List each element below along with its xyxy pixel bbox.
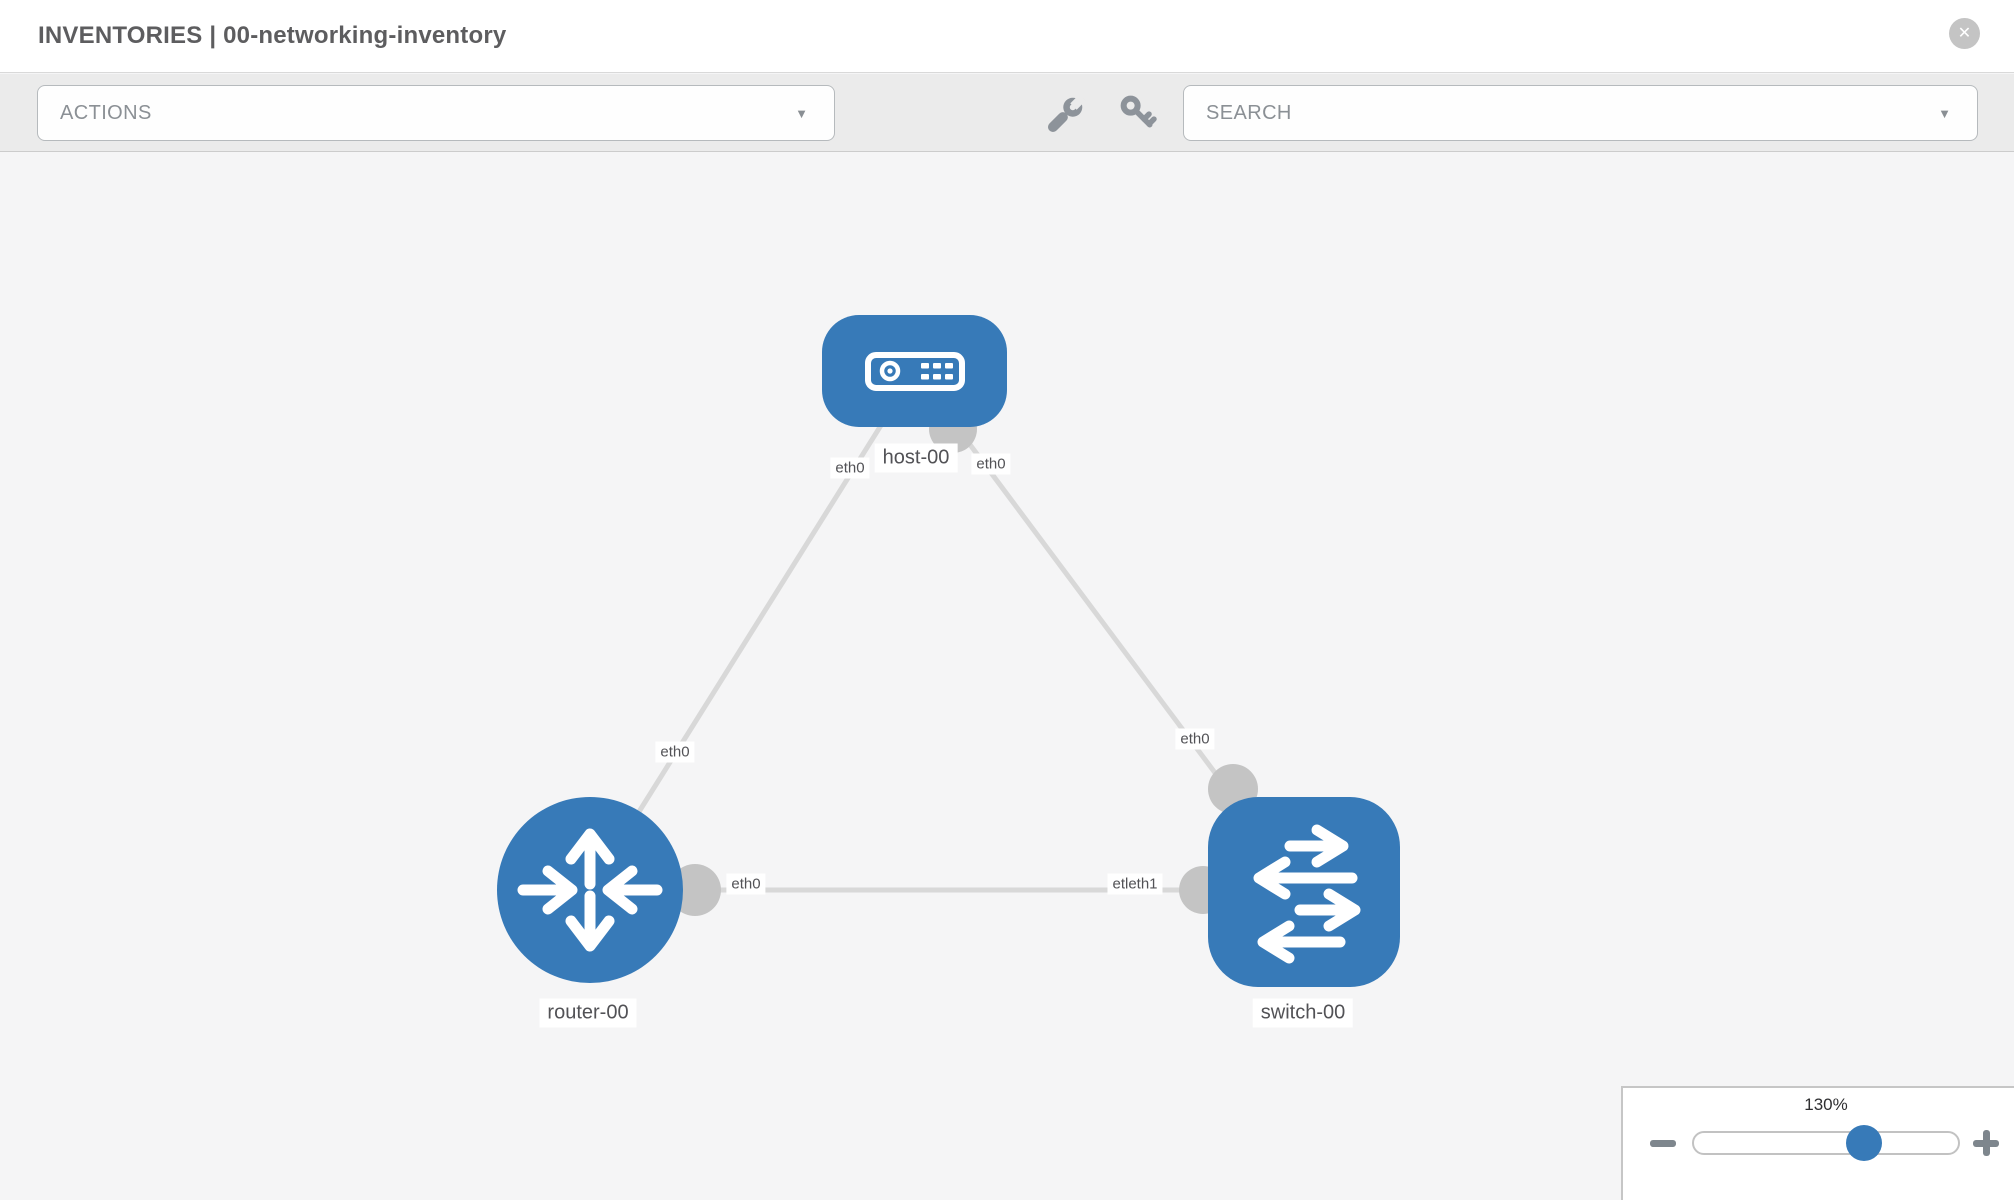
plus-icon: [1973, 1130, 1999, 1156]
node-router-00[interactable]: [497, 797, 683, 983]
interface-label: eth0: [1175, 728, 1215, 750]
node-label-router: router-00: [539, 998, 637, 1028]
close-icon: ✕: [1957, 24, 1972, 42]
node-label-switch: switch-00: [1252, 998, 1354, 1028]
node-label-host: host-00: [874, 443, 958, 473]
chevron-down-icon: ▼: [795, 105, 808, 121]
node-switch-00[interactable]: [1208, 797, 1400, 987]
chevron-down-icon: ▼: [1938, 105, 1951, 121]
toolbar: ACTIONS ▼ SEARCH ▼: [0, 74, 2014, 152]
zoom-out-button[interactable]: [1648, 1128, 1678, 1158]
toolbar-tools: [1030, 74, 1180, 152]
switch-icon: [1253, 824, 1361, 964]
actions-dropdown[interactable]: ACTIONS ▼: [37, 85, 835, 141]
host-icon: [865, 352, 965, 391]
node-host-00[interactable]: [822, 315, 1007, 427]
interface-label: eth0: [726, 873, 766, 895]
page-title: INVENTORIES | 00-networking-inventory: [38, 22, 507, 49]
header: INVENTORIES | 00-networking-inventory ✕: [0, 0, 2014, 73]
zoom-slider-track[interactable]: [1692, 1125, 1960, 1161]
minus-icon: [1650, 1139, 1676, 1147]
key-icon[interactable]: [1120, 95, 1157, 130]
interface-connectors: [669, 405, 1258, 916]
search-dropdown-label: SEARCH: [1206, 101, 1292, 124]
interface-label: etleth1: [1107, 873, 1163, 895]
zoom-percentage: 130%: [1804, 1095, 1848, 1114]
router-icon: [517, 828, 663, 952]
wrench-icon[interactable]: [1043, 91, 1090, 138]
zoom-in-button[interactable]: [1971, 1128, 2001, 1158]
zoom-slider-thumb[interactable]: [1846, 1125, 1882, 1161]
interface-label: eth0: [655, 741, 695, 763]
zoom-panel: 130%: [1621, 1086, 2014, 1200]
interface-label: eth0: [830, 457, 870, 479]
close-button[interactable]: ✕: [1949, 18, 1980, 49]
search-dropdown[interactable]: SEARCH ▼: [1183, 85, 1978, 141]
interface-label: eth0: [971, 453, 1011, 475]
actions-dropdown-label: ACTIONS: [60, 101, 152, 124]
